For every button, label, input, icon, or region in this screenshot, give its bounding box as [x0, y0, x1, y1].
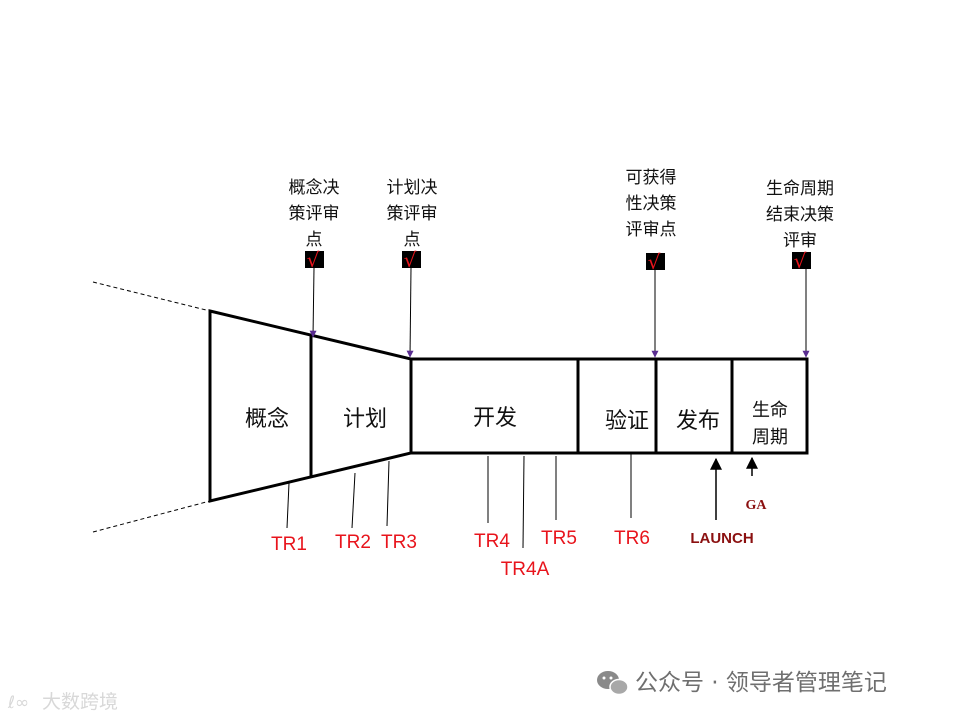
- corner-logo-icon: ℓ∞: [7, 693, 29, 713]
- ldcp-label-line2: 结束决策: [766, 205, 834, 225]
- pdcp-marker: [402, 251, 421, 268]
- ldcp-label-line3: 评审: [783, 231, 817, 251]
- tr1-pointer: [286, 482, 290, 529]
- tr5-label: TR5: [541, 528, 577, 549]
- phase-plan: 计划: [343, 407, 387, 432]
- phase-develop: 开发: [473, 406, 517, 431]
- corner-watermark: ℓ∞ 大数跨境: [7, 691, 118, 713]
- adcp-label-line1: 可获得: [626, 168, 677, 188]
- phase-lifecycle-line2: 周期: [752, 427, 788, 448]
- wechat-icon: [597, 671, 629, 696]
- wechat-watermark: 公众号 · 领导者管理笔记: [597, 670, 887, 696]
- phase-concept: 概念: [245, 407, 289, 432]
- tr4a-label: TR4A: [501, 559, 550, 580]
- pdcp-arrow: [406, 267, 414, 358]
- official-account-watermark: 公众号 · 领导者管理笔记: [635, 670, 887, 696]
- ldcp-label-line1: 生命周期: [766, 179, 834, 199]
- cdcp-marker: [305, 251, 324, 268]
- pdcp-label-line1: 计划决: [387, 178, 438, 198]
- cdcp-label-line2: 策评审: [289, 204, 340, 224]
- adcp-check-icon: √: [648, 250, 661, 274]
- tr2-pointer: [351, 472, 356, 529]
- funnel-dashed-bottom: [92, 500, 211, 533]
- tr3-pointer: [386, 460, 390, 527]
- adcp-marker: [646, 253, 665, 270]
- cdcp-check-icon: √: [307, 248, 320, 272]
- phase-lifecycle-line1: 生命: [752, 400, 788, 421]
- launch-label: LAUNCH: [690, 530, 753, 547]
- pdcp-label-line3: 点: [404, 230, 421, 250]
- ldcp-marker: [792, 252, 811, 269]
- process-bar: [409, 357, 809, 455]
- phase-verify: 验证: [605, 409, 649, 434]
- tr2-label: TR2: [335, 532, 371, 553]
- adcp-label-line2: 性决策: [626, 194, 677, 214]
- phase-launch: 发布: [676, 409, 720, 434]
- adcp-label-line3: 评审点: [626, 220, 677, 240]
- cdcp-label-line3: 点: [306, 230, 323, 250]
- tr6-label: TR6: [614, 528, 650, 549]
- tr4-label: TR4: [474, 531, 510, 552]
- ga-label: GA: [746, 498, 768, 513]
- tr4a-pointer: [522, 455, 525, 549]
- tr1-label: TR1: [271, 534, 307, 555]
- funnel-dashed-top: [92, 281, 211, 312]
- pdcp-check-icon: √: [404, 248, 417, 272]
- cdcp-label-line1: 概念决: [289, 177, 340, 198]
- corner-watermark-text: 大数跨境: [42, 691, 118, 713]
- cdcp-arrow: [309, 267, 317, 338]
- tr3-label: TR3: [381, 532, 417, 553]
- ldcp-check-icon: √: [794, 249, 807, 273]
- pdcp-label-line2: 策评审: [387, 204, 438, 224]
